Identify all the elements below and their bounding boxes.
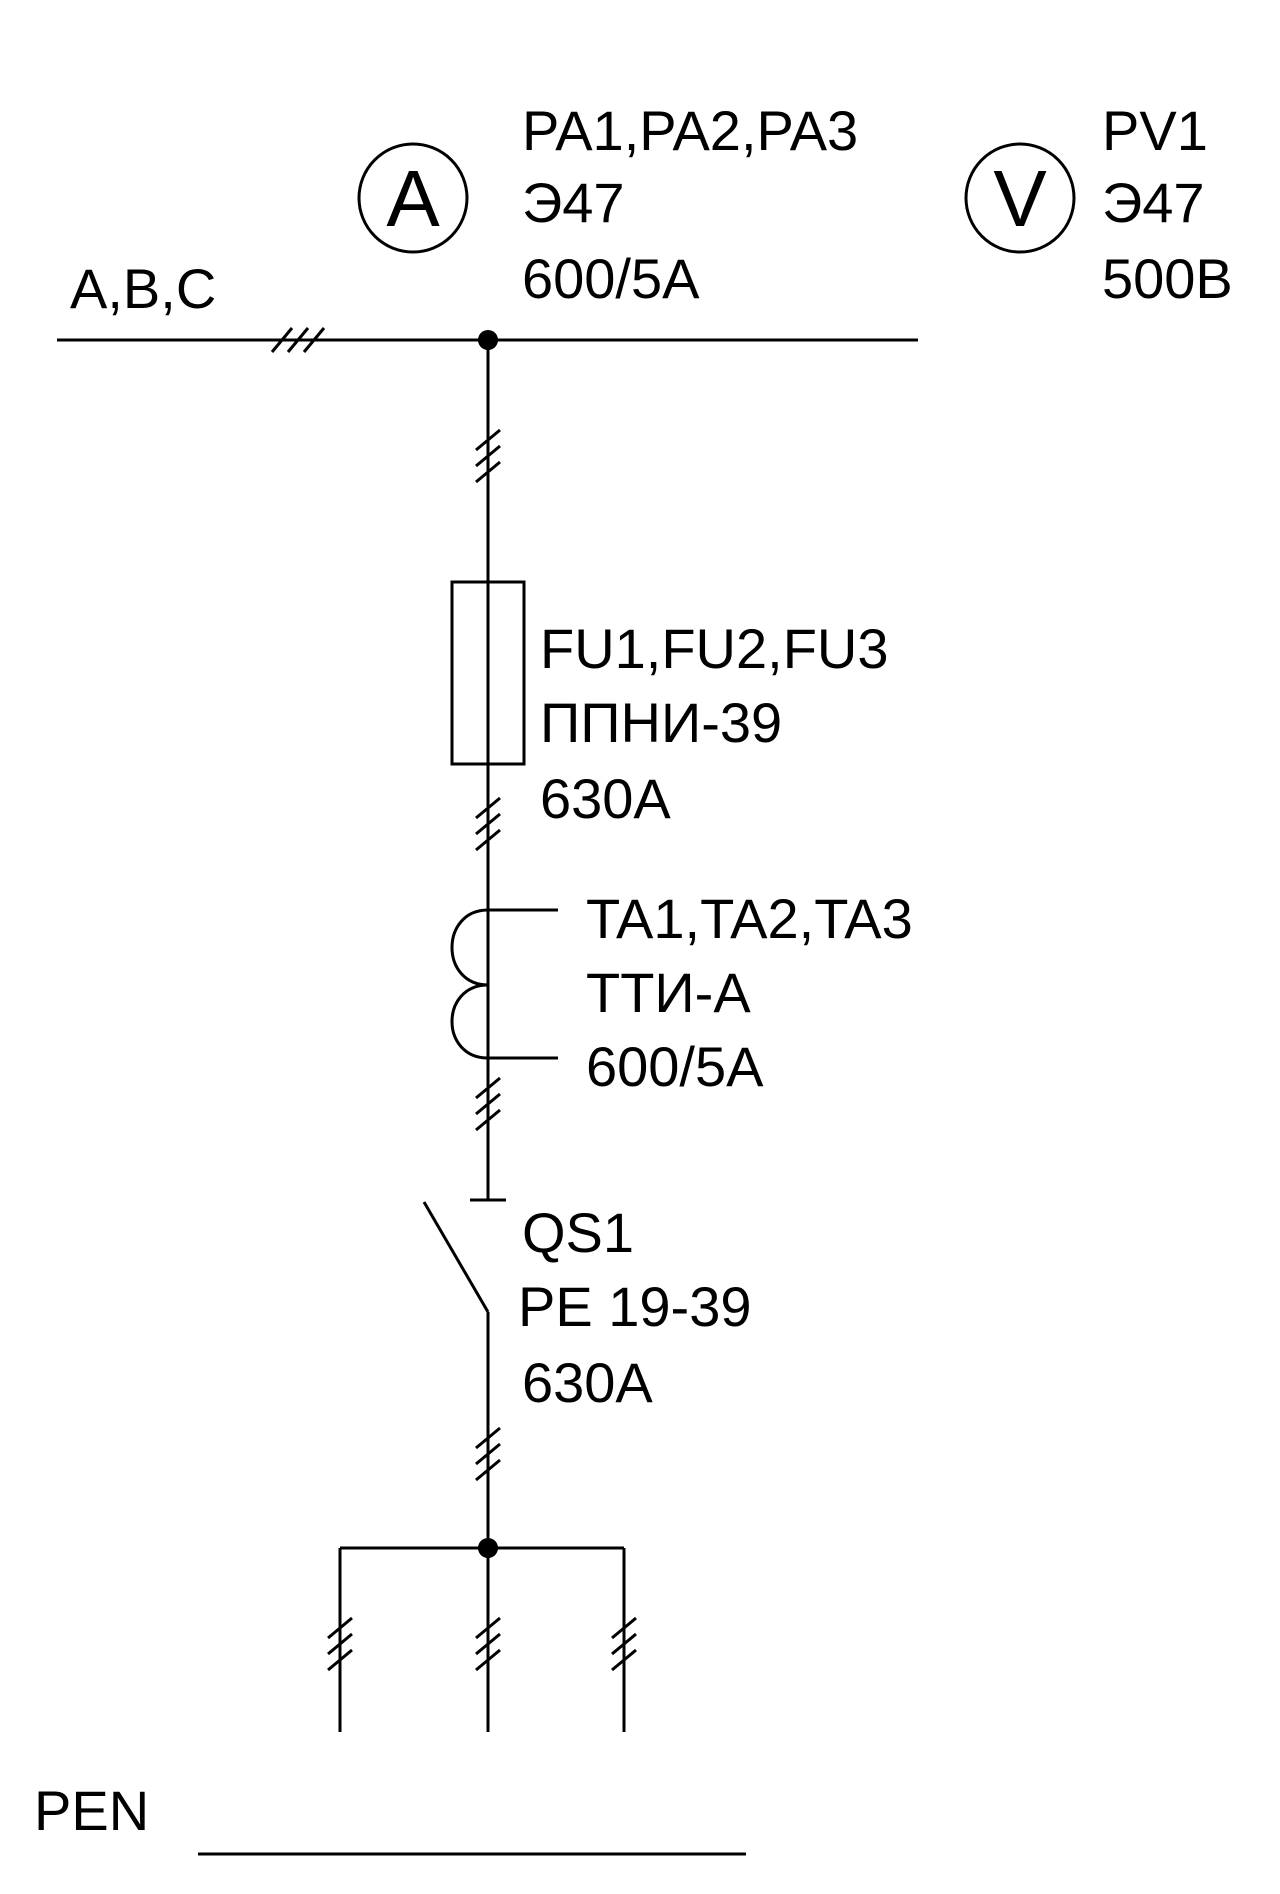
branch-tick-marks-left xyxy=(327,1616,353,1672)
fuse-label: FU1,FU2,FU3 ППНИ-39 630А xyxy=(540,617,889,830)
bus-three-phase-tick-marks xyxy=(270,327,326,353)
voltmeter-symbol: V xyxy=(964,142,1076,254)
voltmeter-rating: 500В xyxy=(1102,247,1233,310)
ammeter-designation: PA1,PA2,PA3 xyxy=(522,99,858,162)
current-transformer-rating: 600/5А xyxy=(586,1035,764,1098)
branch-tick-marks-center xyxy=(475,1616,501,1672)
voltmeter-designation: PV1 xyxy=(1102,99,1208,162)
fuse-rating: 630А xyxy=(540,767,671,830)
switch-rating: 630А xyxy=(522,1351,653,1414)
feeder-tick-marks-2 xyxy=(475,796,501,852)
feeder-tick-marks-4 xyxy=(475,1426,501,1482)
current-transformer-designation: TA1,TA2,TA3 xyxy=(586,887,913,950)
distribution-branches xyxy=(338,1546,626,1732)
voltmeter-label: PV1 Э47 500В xyxy=(1102,99,1233,310)
ammeter-type: Э47 xyxy=(522,171,625,234)
fuse-type: ППНИ-39 xyxy=(540,691,782,754)
switch-designation: QS1 xyxy=(522,1201,634,1264)
current-transformer-type: ТТИ-А xyxy=(586,961,751,1024)
switch-type: РЕ 19-39 xyxy=(518,1275,752,1338)
fuse-designation: FU1,FU2,FU3 xyxy=(540,617,889,680)
branch-tick-marks-right xyxy=(611,1616,637,1672)
current-transformer-label: TA1,TA2,TA3 ТТИ-А 600/5А xyxy=(586,887,913,1098)
voltmeter-type: Э47 xyxy=(1102,171,1205,234)
switch-label: QS1 РЕ 19-39 630А xyxy=(518,1201,752,1414)
ammeter-rating: 600/5А xyxy=(522,247,700,310)
current-transformer-symbol xyxy=(450,908,558,1060)
pen-label: PEN xyxy=(34,1779,149,1842)
ammeter-label: PA1,PA2,PA3 Э47 600/5А xyxy=(522,99,858,310)
switch-blade xyxy=(422,1201,490,1313)
ammeter-symbol-letter: A xyxy=(386,154,440,243)
bus-label: A,B,C xyxy=(70,257,216,320)
feeder-tick-marks-3 xyxy=(475,1076,501,1132)
ammeter-symbol: A xyxy=(357,142,469,254)
voltmeter-symbol-letter: V xyxy=(993,154,1047,243)
feeder-tick-marks-1 xyxy=(475,428,501,484)
